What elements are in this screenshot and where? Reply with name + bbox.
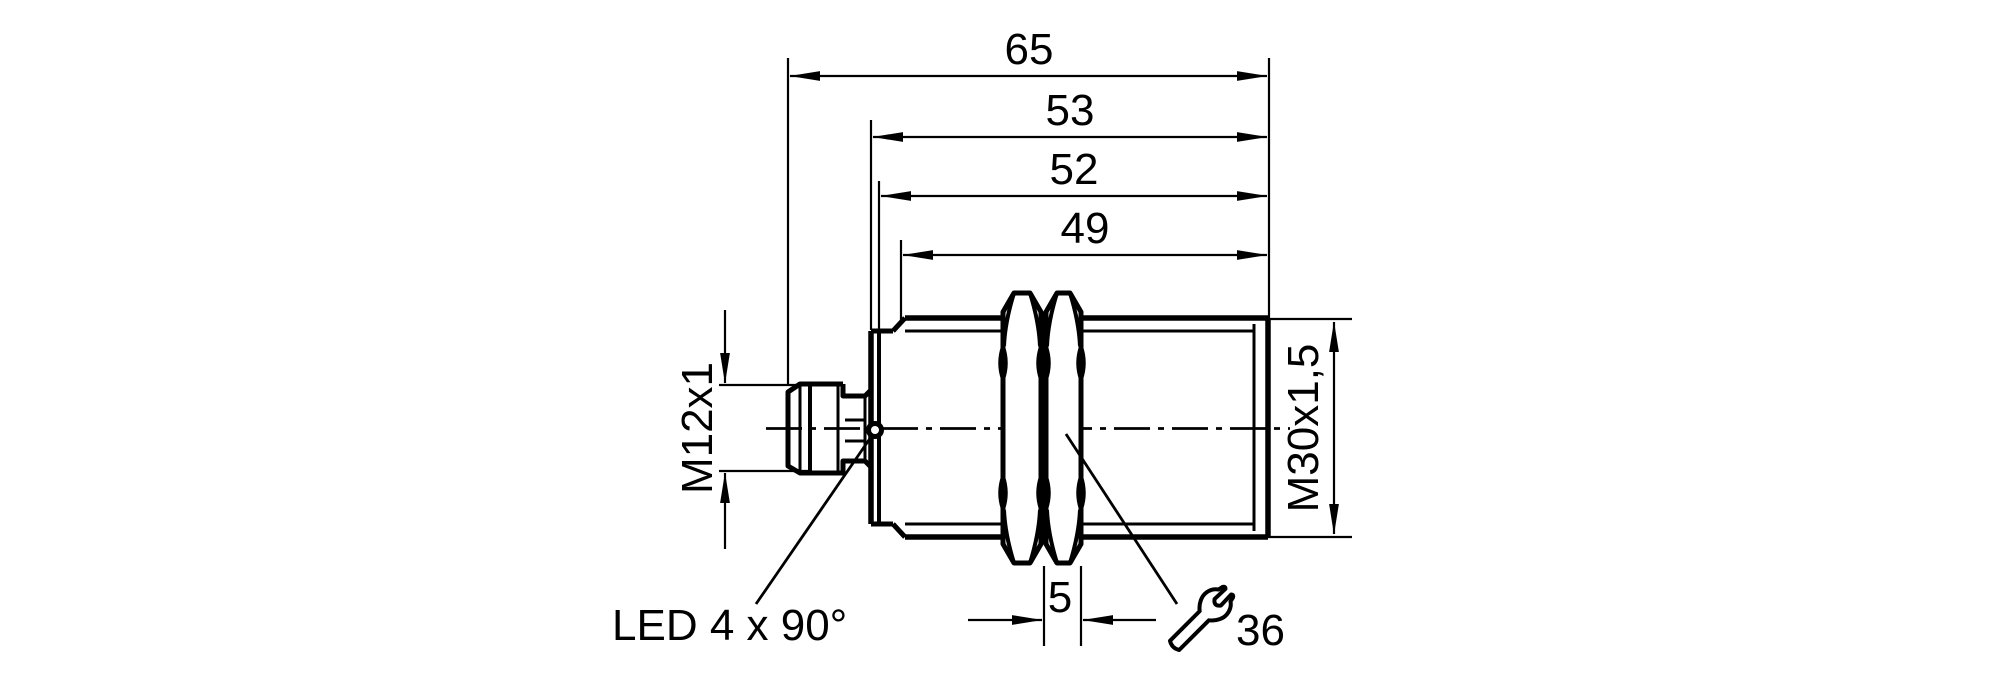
dim-m30 bbox=[1260, 317, 1352, 539]
led-label: LED 4 x 90° bbox=[612, 601, 847, 650]
m12-thread-label: M12x1 bbox=[673, 362, 722, 494]
dim-65-label: 65 bbox=[1005, 25, 1054, 74]
led-indicator bbox=[866, 421, 884, 439]
cap-thread-chamfer-bottom bbox=[891, 522, 907, 539]
wrench-icon bbox=[1167, 584, 1236, 653]
wrench-size-label: 36 bbox=[1236, 606, 1285, 655]
led-leader-line bbox=[754, 436, 873, 605]
wrench-leader-line bbox=[1064, 433, 1179, 605]
dim-49-label: 49 bbox=[1061, 204, 1110, 253]
dim-m12 bbox=[719, 310, 812, 549]
nut-edge-lenses bbox=[998, 344, 1086, 512]
cap-thread-chamfer-top bbox=[891, 316, 907, 333]
dim-5-label: 5 bbox=[1048, 573, 1072, 622]
dim-53-label: 53 bbox=[1046, 86, 1095, 135]
dimensions bbox=[719, 58, 1352, 646]
m12-connector bbox=[785, 381, 874, 476]
m30-thread-label: M30x1,5 bbox=[1279, 344, 1328, 513]
nut-1-face-arcs bbox=[1002, 292, 1042, 564]
nut-2-face-arcs bbox=[1045, 292, 1082, 564]
dim-52-label: 52 bbox=[1050, 145, 1099, 194]
nut-2-silhouette bbox=[1043, 290, 1084, 566]
threaded-barrel bbox=[905, 315, 1271, 540]
nut-1-silhouette bbox=[1000, 290, 1044, 566]
sensor-outline bbox=[766, 290, 1290, 566]
hex-nuts bbox=[998, 290, 1086, 566]
